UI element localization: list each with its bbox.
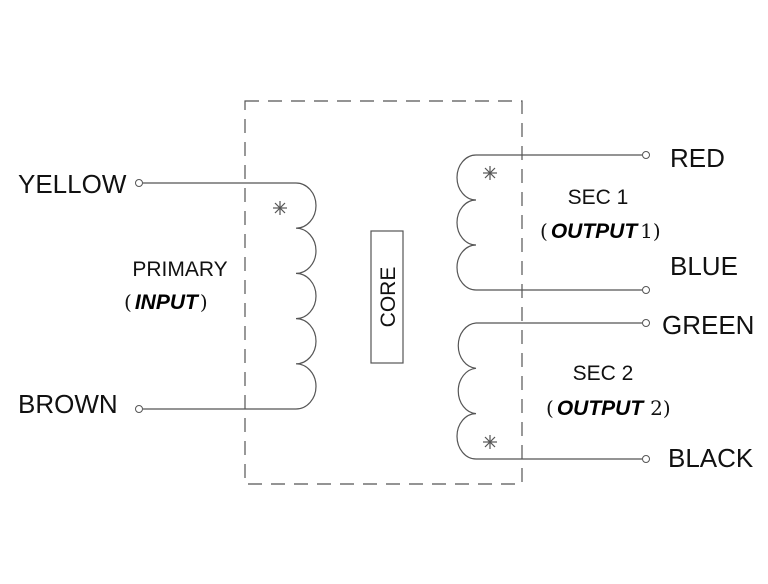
primary-paren-close: ) <box>200 290 208 314</box>
black-lead-label: BLACK <box>668 443 754 473</box>
black-terminal[interactable] <box>642 455 650 463</box>
primary-paren-open: ( <box>124 290 132 314</box>
blue-lead-label: BLUE <box>670 251 738 281</box>
polarity-dot-icon <box>483 435 497 449</box>
brown-terminal[interactable] <box>135 405 143 413</box>
secondary-1-coil <box>456 154 477 291</box>
core-label: CORE <box>377 267 400 328</box>
secondary-2-coil <box>456 322 477 460</box>
primary-subtitle-line: (INPUT) <box>124 290 208 314</box>
secondary-1-title: SEC 1 <box>568 186 629 209</box>
yellow-terminal[interactable] <box>135 179 143 187</box>
secondary-2-subtitle: OUTPUT <box>557 397 646 420</box>
green-terminal[interactable] <box>642 319 650 327</box>
brown-lead-label: BROWN <box>18 389 118 419</box>
polarity-dot-icon <box>483 166 497 180</box>
polarity-dot-icon <box>273 201 287 215</box>
blue-terminal[interactable] <box>642 286 650 294</box>
primary-winding <box>135 179 317 413</box>
yellow-lead-label: YELLOW <box>18 169 127 199</box>
primary-subtitle: INPUT <box>135 291 200 314</box>
core-block <box>370 230 404 364</box>
secondary-1-number: 1) <box>640 219 661 243</box>
red-terminal[interactable] <box>642 151 650 159</box>
secondary-2-number: 2) <box>650 396 671 420</box>
red-lead-label: RED <box>670 143 725 173</box>
secondary-2-title: SEC 2 <box>573 362 634 385</box>
secondary-2-paren-open: ( <box>546 396 554 420</box>
secondary-2-winding <box>456 319 650 463</box>
primary-title: PRIMARY <box>132 258 227 281</box>
green-lead-label: GREEN <box>662 310 754 340</box>
secondary-1-subtitle: OUTPUT <box>551 220 640 243</box>
secondary-1-winding <box>456 151 650 294</box>
primary-coil <box>295 182 317 410</box>
transformer-enclosure <box>244 100 523 485</box>
secondary-1-paren-open: ( <box>540 219 548 243</box>
